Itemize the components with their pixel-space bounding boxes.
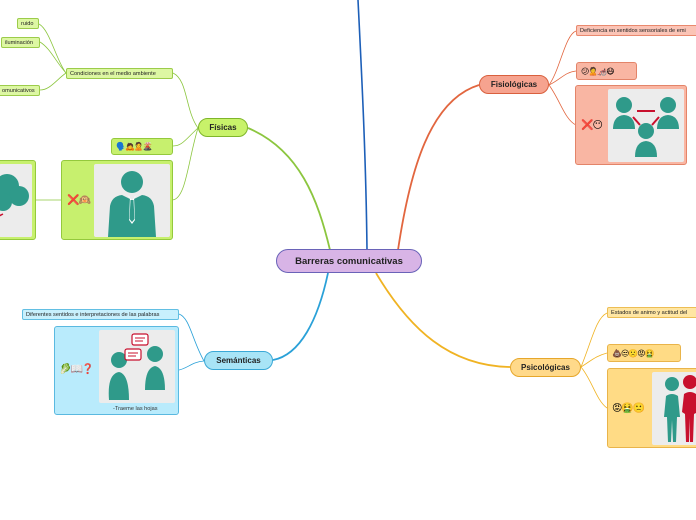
emoji-box-fisiologicas[interactable]: 😕🙎🦽😷 (576, 62, 637, 80)
connector-psicologicas (375, 272, 511, 368)
branch-fisiologicas[interactable]: Fisiológicas (479, 75, 549, 94)
tree-icon (0, 174, 29, 217)
conversation-image (99, 330, 175, 403)
emoji-row-fisicas: 🗣️🙇🙎🌋 (116, 142, 153, 151)
businessman-image (94, 164, 170, 237)
people-network-icon (613, 97, 679, 157)
image-panel-fisicas[interactable]: ❌🙉 (61, 160, 173, 240)
businessman-icon (108, 171, 156, 237)
emoji-box-fisicas[interactable]: 🗣️🙇🙎🌋 (111, 138, 173, 155)
caption-semanticas: -Traeme las hojas (113, 406, 158, 412)
image-panel-semanticas[interactable]: 🥬📖❓ -Traeme las hojas (54, 326, 179, 415)
emoji-row-fisiologicas: 😕🙎🦽😷 (581, 67, 615, 76)
connector-fisiologicas (397, 84, 480, 251)
arguing-couple-icon (664, 375, 696, 442)
leaf-estados-animo[interactable]: Estados de animo y actitud del (607, 307, 696, 318)
central-topic[interactable]: Barreras comunicativas (276, 249, 422, 273)
leaf-iluminacion[interactable]: iluminación (1, 37, 40, 48)
connector-semanticas (272, 272, 329, 361)
panel-emojis-fisiologicas: ❌😶 (581, 120, 603, 131)
arguing-couple-image (652, 372, 696, 445)
top-connector (357, 0, 368, 251)
image-panel-fisiologicas[interactable]: ❌😶 (575, 85, 687, 165)
branch-semanticas[interactable]: Semánticas (204, 351, 273, 370)
people-network-image (608, 89, 684, 162)
connector-fisicas (247, 127, 331, 251)
branch-fisicas[interactable]: Físicas (198, 118, 248, 137)
image-panel-fisicas-left[interactable] (0, 160, 36, 240)
leaf-comunicativos[interactable]: omunicativos (0, 85, 40, 96)
panel-emojis-psicologicas: 😡🤮🙁 (612, 403, 645, 414)
emoji-box-psicologicas[interactable]: 💩😒🙁😡🤮 (607, 344, 681, 362)
leaf-condiciones-medio-ambiente[interactable]: Condiciones en el medio ambiente (66, 68, 173, 79)
image-panel-psicologicas[interactable]: 😡🤮🙁 (607, 368, 696, 448)
tree-image (0, 164, 32, 237)
leaf-ruido[interactable]: ruido (17, 18, 39, 29)
panel-emojis-semanticas: 🥬📖❓ (59, 364, 94, 375)
emoji-row-psicologicas: 💩😒🙁😡🤮 (612, 349, 655, 358)
leaf-deficiencia-sentidos[interactable]: Deficiencia en sentidos sensoriales de e… (576, 25, 696, 36)
branch-psicologicas[interactable]: Psicológicas (510, 358, 581, 377)
leaf-diferentes-sentidos[interactable]: Diferentes sentidos e interpretaciones d… (22, 309, 179, 320)
panel-emojis-fisicas: ❌🙉 (67, 195, 91, 206)
conversation-icon (108, 333, 165, 400)
